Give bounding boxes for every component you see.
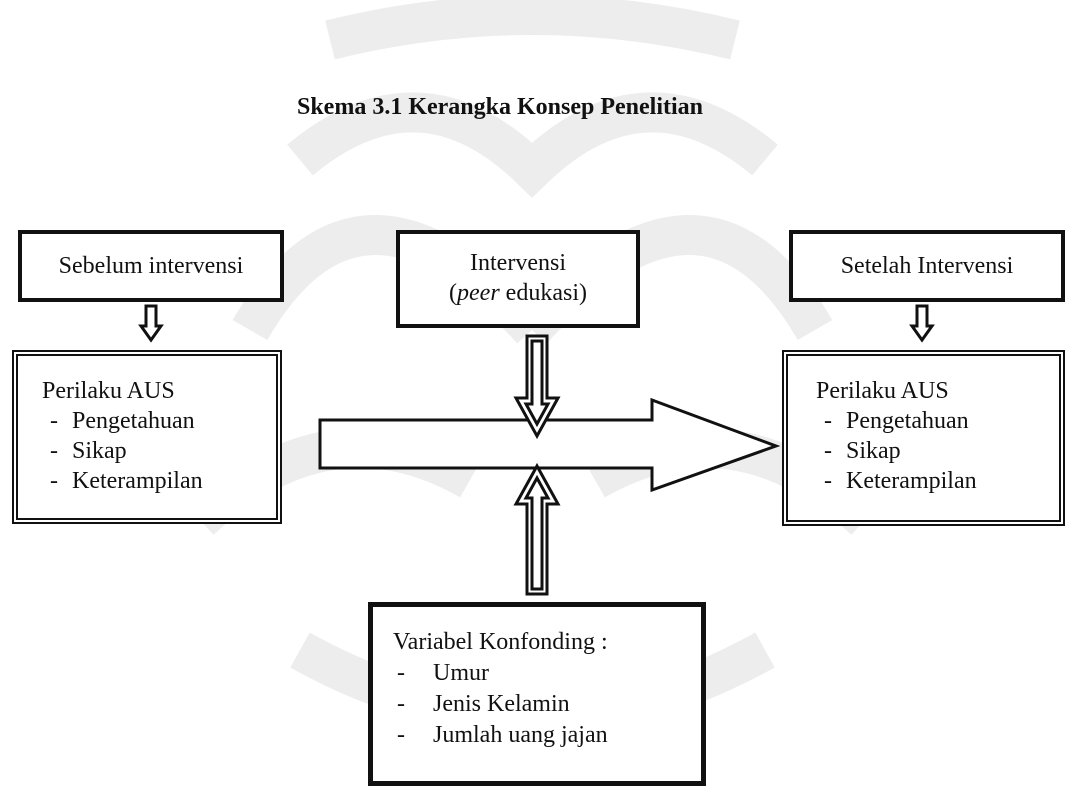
intervention-sublabel: (peer edukasi) <box>449 280 587 306</box>
after-intervention-box: Setelah Intervensi <box>789 230 1065 302</box>
list-item: Sikap <box>42 436 276 466</box>
list-item: Sikap <box>816 436 1059 466</box>
list-item: Pengetahuan <box>42 406 276 436</box>
diagram-title: Skema 3.1 Kerangka Konsep Penelitian <box>296 94 704 120</box>
confounding-heading: Variabel Konfonding : <box>393 629 608 655</box>
peer-word: peer <box>457 280 500 306</box>
before-intervention-label: Sebelum intervensi <box>58 253 244 279</box>
confounding-list: Umur Jenis Kelamin Jumlah uang jajan <box>393 658 701 751</box>
confounding-variables-box: Variabel Konfonding : Umur Jenis Kelamin… <box>368 602 706 786</box>
list-item: Jenis Kelamin <box>393 689 701 720</box>
behavior-after-heading: Perilaku AUS <box>816 378 949 404</box>
after-intervention-label: Setelah Intervensi <box>840 253 1014 279</box>
behavior-before-list: Pengetahuan Sikap Keterampilan <box>42 406 276 496</box>
behavior-after-list: Pengetahuan Sikap Keterampilan <box>816 406 1059 496</box>
intervention-label: Intervensi <box>470 250 566 276</box>
list-item: Pengetahuan <box>816 406 1059 436</box>
list-item: Umur <box>393 658 701 689</box>
behavior-after-box: Perilaku AUS Pengetahuan Sikap Keterampi… <box>782 350 1065 526</box>
behavior-before-heading: Perilaku AUS <box>42 378 175 404</box>
list-item: Keterampilan <box>42 466 276 496</box>
list-item: Jumlah uang jajan <box>393 720 701 751</box>
behavior-before-box: Perilaku AUS Pengetahuan Sikap Keterampi… <box>12 350 282 524</box>
intervention-box: Intervensi (peer edukasi) <box>396 230 640 328</box>
list-item: Keterampilan <box>816 466 1059 496</box>
before-intervention-box: Sebelum intervensi <box>18 230 284 302</box>
